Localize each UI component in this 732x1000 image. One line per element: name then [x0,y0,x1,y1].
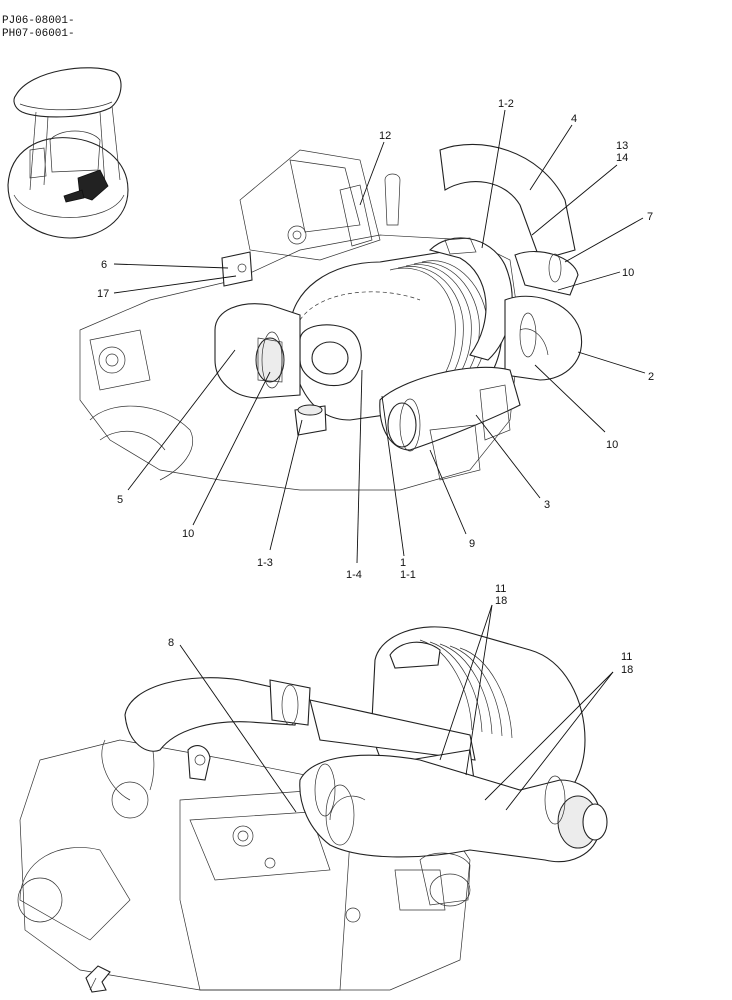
callout-13: 13 [616,140,628,152]
callout-1-3: 1-3 [257,557,273,569]
callout-4: 4 [571,113,577,125]
callout-1-1: 1-1 [400,569,416,581]
callout-1-4: 1-4 [346,569,362,581]
callout-14: 14 [616,152,628,164]
callout-8: 8 [168,637,174,649]
callout-17: 17 [97,288,109,300]
leader-lines-upper [113,109,646,564]
callout-7: 7 [647,211,653,223]
callout-1: 1 [400,557,406,569]
lower-assembly-drawing [17,626,608,991]
callout-9: 9 [469,538,475,550]
serial-range-1: PJ06-08001- [2,15,75,27]
callout-6: 6 [101,259,107,271]
view-direction-arrow-icon [85,965,111,993]
callout-12: 12 [379,130,391,142]
callout-18-right: 18 [621,664,633,676]
upper-assembly-drawing [79,143,583,491]
callout-10-right: 10 [606,439,618,451]
leader-lines-lower [179,604,614,813]
callout-5: 5 [117,494,123,506]
serial-range-2: PH07-06001- [2,28,75,40]
callout-2: 2 [648,371,654,383]
callout-1-2: 1-2 [498,98,514,110]
callout-18-upper: 18 [495,595,507,607]
callout-3: 3 [544,499,550,511]
callout-10-upper-right: 10 [622,267,634,279]
callout-10-left: 10 [182,528,194,540]
callout-11-right: 11 [621,651,632,663]
callout-11-upper: 11 [495,583,506,595]
machine-location-thumbnail [7,67,129,239]
